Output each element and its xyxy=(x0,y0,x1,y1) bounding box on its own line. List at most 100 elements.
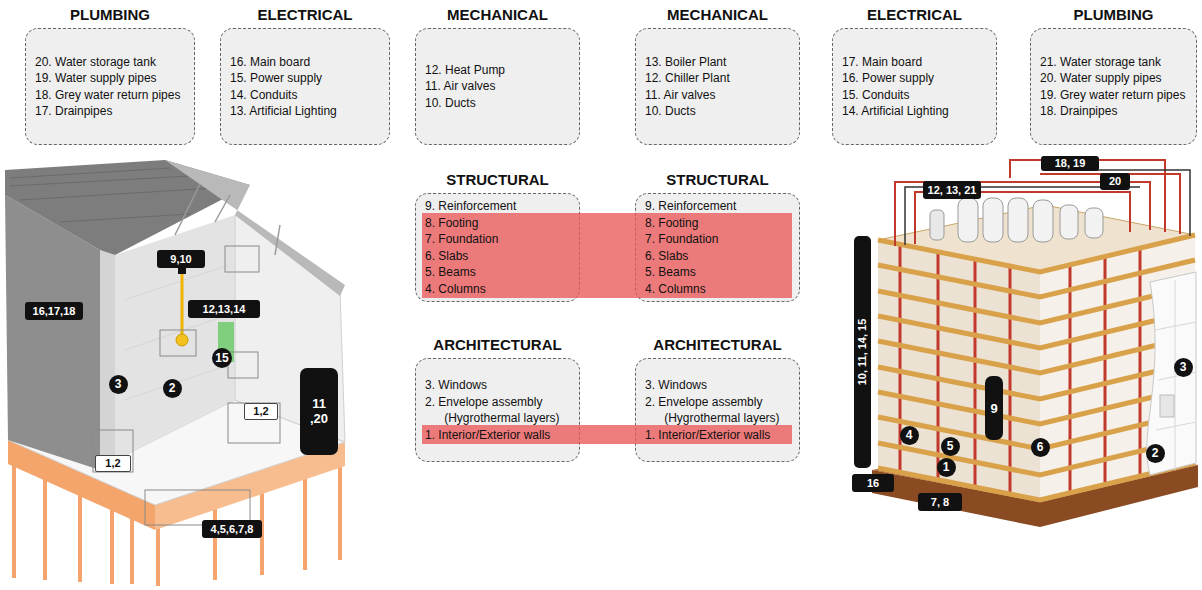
box-heading: MECHANICAL xyxy=(403,6,592,28)
house-services-part xyxy=(176,334,188,346)
house-roof-part xyxy=(175,184,280,255)
list-item: 14. Artificial Lighting xyxy=(842,103,990,120)
dashed-panel: 3. Windows2. Envelope assembly (Hygrothe… xyxy=(635,358,800,462)
list-item: 19. Water supply pipes xyxy=(35,70,188,87)
rooftop-equipment-part xyxy=(1085,208,1103,238)
callout-number: 2 xyxy=(163,379,182,398)
list-item: 20. Water supply pipes xyxy=(1040,70,1190,87)
leader-frames-part xyxy=(225,246,259,272)
list-item: 3. Windows xyxy=(425,377,573,394)
building-facade-part xyxy=(1155,280,1196,470)
house-roof-part-part xyxy=(60,214,190,222)
callout-number: 9 xyxy=(985,376,1003,440)
list-item: 13. Artificial Lighting xyxy=(230,103,383,120)
building-facade-part xyxy=(1160,395,1174,417)
list-item: 8. Footing xyxy=(645,215,793,232)
building-columns-part xyxy=(1104,256,1107,485)
house-roof-part xyxy=(165,160,345,296)
list-item: 8. Footing xyxy=(425,215,573,232)
list-item: 20. Water storage tank xyxy=(35,54,188,71)
house-walls-part xyxy=(115,215,235,460)
list-item: 12. Heat Pump xyxy=(425,62,573,79)
leader-frames-part xyxy=(160,330,196,356)
building-columns-part xyxy=(974,259,977,487)
house-piles-part xyxy=(43,470,47,580)
leader-frames xyxy=(93,246,280,525)
building-facade-part-part xyxy=(1175,280,1176,470)
list-item: 2. Envelope assembly (Hygrothermal layer… xyxy=(425,394,573,427)
callout-number: 5 xyxy=(941,437,960,456)
dashed-panel: 21. Water storage tank20. Water supply p… xyxy=(1030,28,1197,145)
callout-number: 9,10 xyxy=(157,250,205,268)
callout-number: 1,2 xyxy=(244,403,278,420)
callout-number: 16 xyxy=(852,474,894,492)
callout-number: 1 xyxy=(937,458,956,477)
rooftop-pipes xyxy=(895,160,1180,246)
list-item: 2. Envelope assembly (Hygrothermal layer… xyxy=(645,394,793,427)
rooftop-equipment-part xyxy=(930,210,944,240)
house-services-part xyxy=(181,274,184,334)
box-heading: PLUMBING xyxy=(1018,6,1202,28)
box-heading: STRUCTURAL xyxy=(623,171,812,193)
box-heading: PLUMBING xyxy=(13,6,207,28)
callout-number: 6 xyxy=(1031,438,1050,457)
callout-number: 12,13,14 xyxy=(188,300,260,318)
list-item: 16. Main board xyxy=(230,54,383,71)
dashed-panel: 9. Reinforcement8. Footing7. Foundation6… xyxy=(635,193,800,302)
callout-number: 12, 13, 21 xyxy=(923,181,981,199)
house-piles-part xyxy=(156,520,160,586)
house-walls xyxy=(5,195,345,470)
house-piles-part xyxy=(78,485,82,582)
list-item: 9. Reinforcement xyxy=(645,198,793,215)
list-item: 7. Foundation xyxy=(425,231,573,248)
list-item: 1. Interior/Exterior walls xyxy=(645,427,793,444)
category-box: 13. Boiler Plant12. Chiller Plant11. Air… xyxy=(635,6,800,145)
list-item: 5. Beams xyxy=(425,264,573,281)
house-piles-part xyxy=(12,455,16,578)
dashed-panel: 9. Reinforcement8. Footing7. Foundation6… xyxy=(415,193,580,302)
callout-number: 2 xyxy=(1146,444,1165,463)
leader-frames-part xyxy=(228,403,280,443)
callout-number: 10, 11, 14, 15 xyxy=(856,319,868,386)
callout-number: 7, 8 xyxy=(918,493,962,511)
building-columns-part xyxy=(937,252,940,480)
building-slabs-part xyxy=(878,286,1195,323)
callout-number: 16,17,18 xyxy=(25,302,83,320)
vertical-callout-bar: 10, 11, 14, 15 xyxy=(854,236,871,468)
list-item: 21. Water storage tank xyxy=(1040,54,1190,71)
leader-frames-part xyxy=(228,352,258,378)
list-item: 11. Air valves xyxy=(425,78,573,95)
callout-number: 4,5,6,7,8 xyxy=(202,520,262,538)
house-walls-part xyxy=(125,265,228,400)
list-item: 15. Conduits xyxy=(842,87,990,104)
house-roof-part-part xyxy=(10,176,190,186)
box-heading: ARCHITECTURAL xyxy=(623,336,812,358)
category-box: 16. Main board15. Power supply14. Condui… xyxy=(220,6,390,145)
rooftop-pipes-part xyxy=(895,182,1150,246)
list-item: 10. Ducts xyxy=(425,95,573,112)
list-item: 16. Power supply xyxy=(842,70,990,87)
building-slabs xyxy=(878,235,1195,500)
box-heading: MECHANICAL xyxy=(623,6,812,28)
list-item: 17. Main board xyxy=(842,54,990,71)
list-item: 18. Grey water return pipes xyxy=(35,87,188,104)
rooftop-equipment-part xyxy=(983,198,1003,242)
list-item: 9. Reinforcement xyxy=(425,198,573,215)
building-columns-part xyxy=(1139,248,1142,476)
list-item: 11. Air valves xyxy=(645,87,793,104)
category-box: 9. Reinforcement8. Footing7. Foundation6… xyxy=(635,171,800,302)
list-item: 6. Slabs xyxy=(425,248,573,265)
rooftop-pipes-dark-part xyxy=(1050,170,1190,236)
box-heading: ELECTRICAL xyxy=(820,6,1009,28)
house-roof xyxy=(5,160,345,296)
callout-number: 3 xyxy=(109,375,128,394)
rooftop-equipment-part xyxy=(1033,200,1053,242)
dashed-panel: 3. Windows2. Envelope assembly (Hygrothe… xyxy=(415,358,580,462)
callout-number: 20 xyxy=(1100,173,1130,190)
rooftop-equipment-part xyxy=(1008,198,1028,242)
list-item: 1. Interior/Exterior walls xyxy=(425,427,573,444)
building-slabs-part xyxy=(878,336,1195,373)
rooftop-pipes-dark xyxy=(905,170,1190,245)
list-item: 17. Drainpipes xyxy=(35,103,188,120)
